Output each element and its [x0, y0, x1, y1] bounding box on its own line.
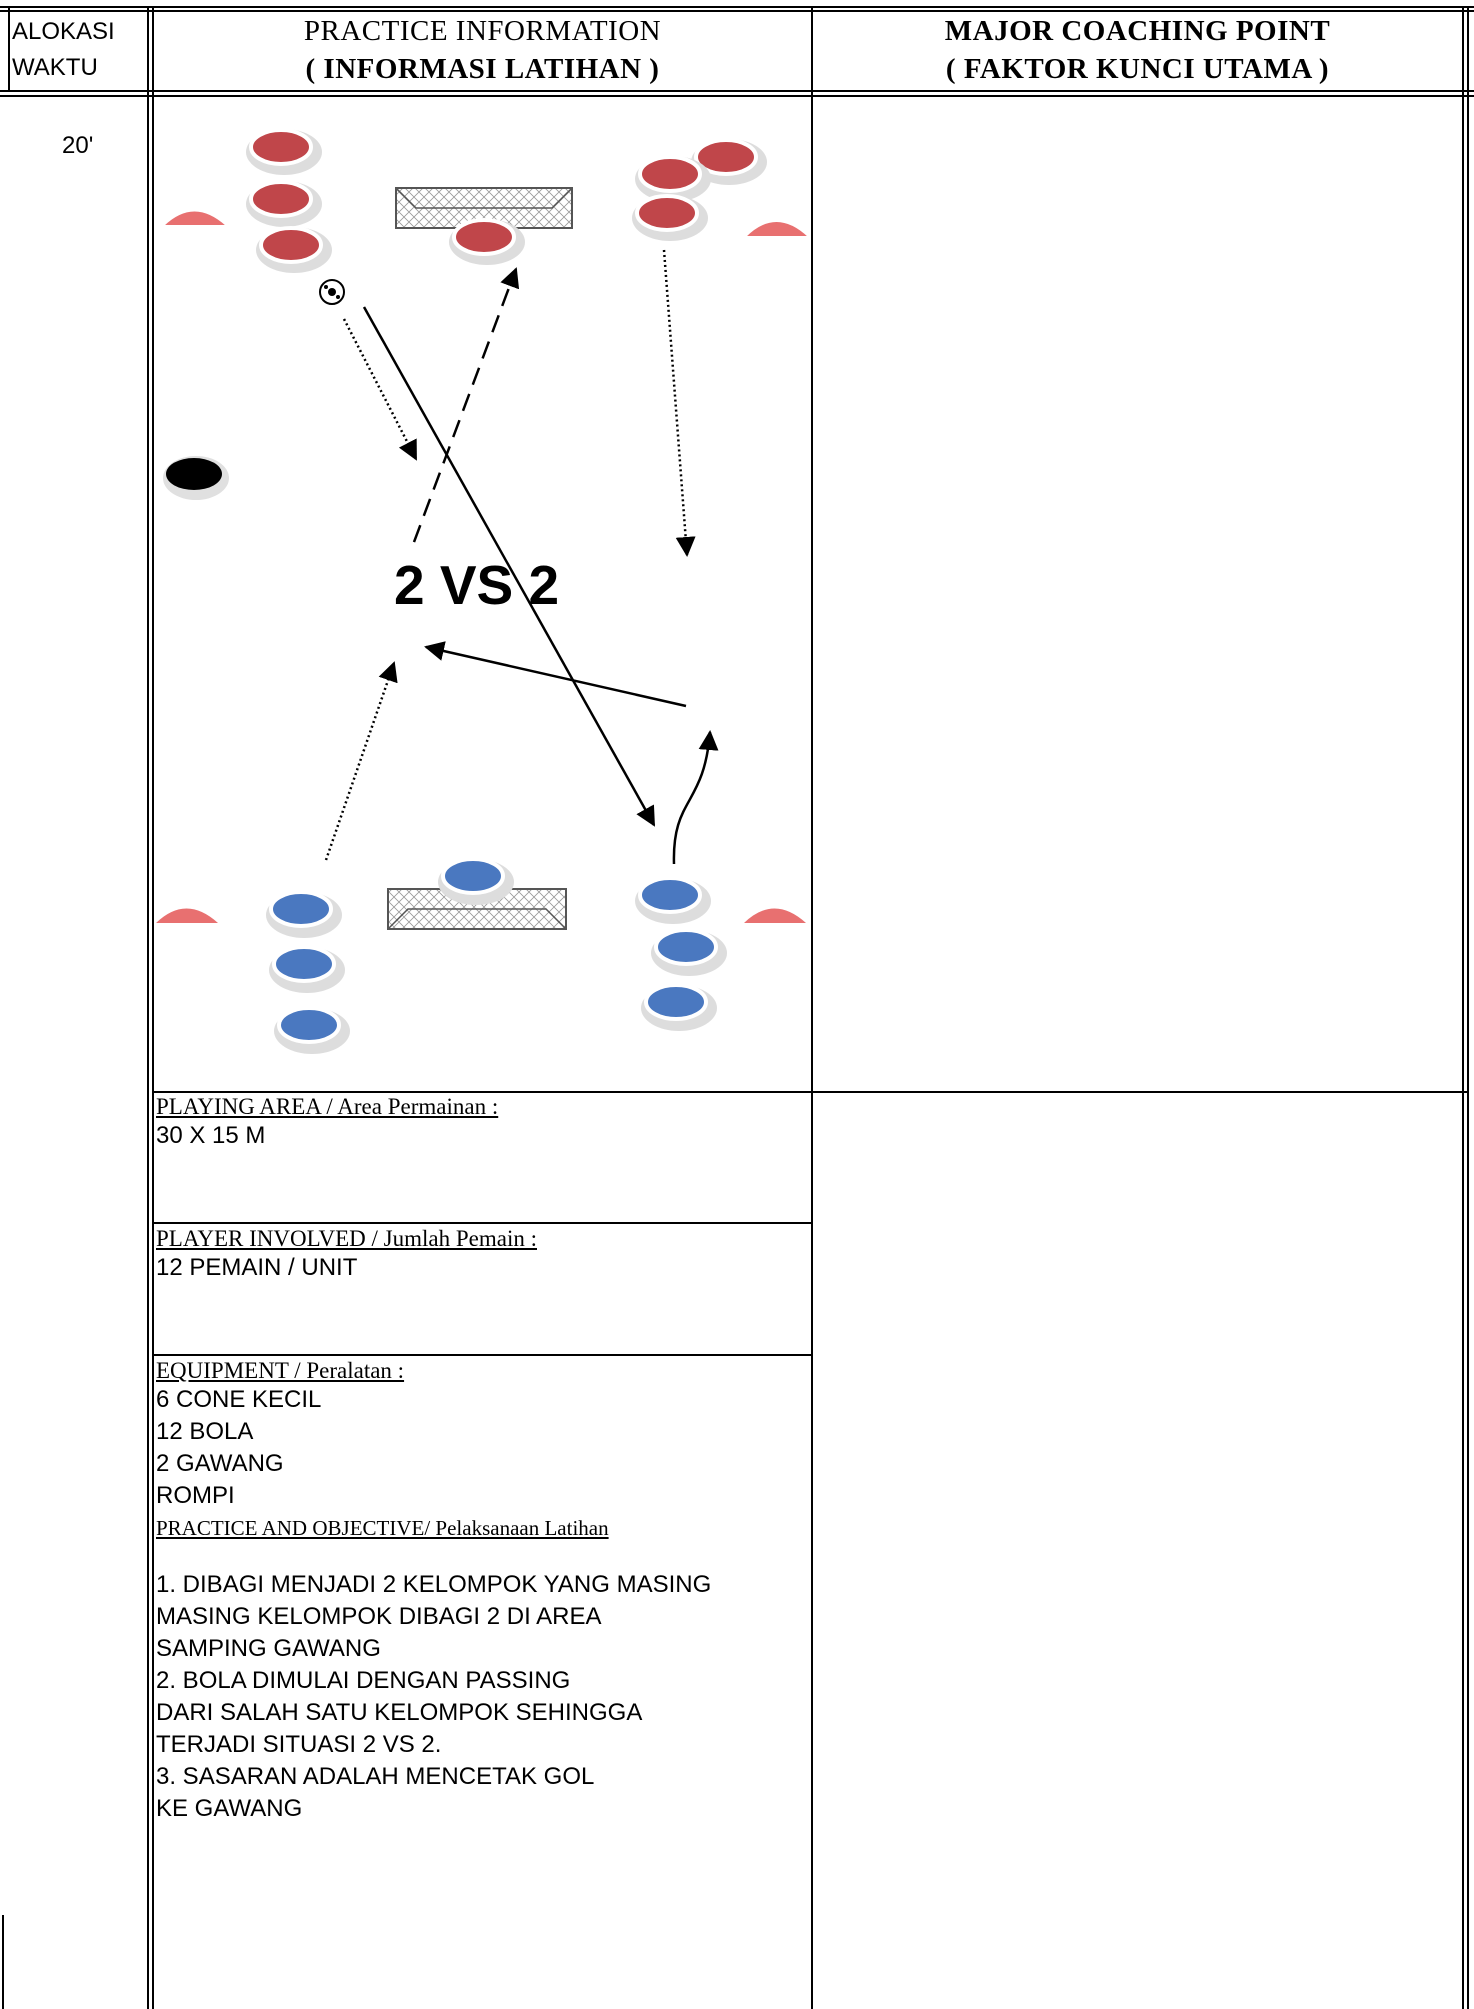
objective-line: MASING KELOMPOK DIBAGI 2 DI AREA — [156, 1603, 602, 1630]
header-col1: ALOKASI WAKTU — [12, 14, 115, 86]
equipment-item: 6 CONE KECIL — [156, 1386, 322, 1413]
players-value: 12 PEMAIN / UNIT — [156, 1254, 358, 1281]
red-player-disc — [632, 194, 708, 241]
col-divider-1b — [152, 6, 154, 2009]
equipment-label: EQUIPMENT / Peralatan : — [156, 1358, 405, 1383]
equipment-section: EQUIPMENT / Peralatan : 6 CONE KECIL 12 … — [156, 1358, 711, 1825]
blue-player-disc — [635, 876, 711, 924]
top-border-inner — [0, 10, 1474, 12]
playing-area-label: PLAYING AREA / Area Permainan : — [156, 1094, 499, 1119]
run-arrow-right — [662, 249, 696, 557]
top-border — [0, 6, 1474, 8]
objective-line: SAMPING GAWANG — [156, 1635, 381, 1662]
equipment-item: 2 GAWANG — [156, 1450, 284, 1477]
black-marker-disc — [163, 456, 229, 500]
pass-arrow-diagonal — [362, 306, 656, 827]
objective-line: TERJADI SITUASI 2 VS 2. — [156, 1731, 442, 1758]
blue-player-disc — [641, 983, 717, 1031]
header-practice-info: PRACTICE INFORMATION — [303, 15, 662, 47]
diagram-bottom-border — [152, 1091, 1469, 1093]
objective-line: 3. SASARAN ADALAH MENCETAK GOL — [156, 1763, 595, 1790]
blue-player-disc — [651, 928, 727, 976]
players-section: PLAYER INVOLVED / Jumlah Pemain : 12 PEM… — [156, 1226, 537, 1284]
left-border — [8, 6, 10, 90]
header-faktor-kunci: ( FAKTOR KUNCI UTAMA ) — [945, 53, 1330, 85]
cone-icon — [156, 908, 218, 923]
ball-icon — [319, 279, 345, 305]
objective-line: KE GAWANG — [156, 1795, 303, 1822]
dribble-arrow — [342, 318, 418, 461]
blue-player-disc — [438, 857, 514, 905]
red-player-disc — [635, 155, 711, 202]
blue-player-disc — [266, 890, 342, 938]
header-alokasi: ALOKASI — [12, 18, 115, 45]
header-bottom-border-inner — [0, 95, 1474, 97]
run-arrow-left — [324, 661, 398, 861]
right-border-b — [1467, 6, 1469, 2009]
header-informasi-latihan: ( INFORMASI LATIHAN ) — [305, 53, 660, 85]
red-player-disc — [246, 180, 322, 227]
equipment-item: ROMPI — [156, 1482, 235, 1509]
cone-icon — [746, 222, 808, 238]
col-divider-1a — [147, 6, 149, 2009]
objective-line: DARI SALAH SATU KELOMPOK SEHINGGA — [156, 1699, 643, 1726]
players-label: PLAYER INVOLVED / Jumlah Pemain : — [156, 1226, 537, 1251]
pass-arrow-back — [424, 641, 687, 708]
header-bottom-border — [0, 90, 1474, 92]
area-section-bottom — [152, 1222, 812, 1224]
right-border-a — [1462, 6, 1464, 2009]
header-col2: PRACTICE INFORMATION ( INFORMASI LATIHAN… — [154, 12, 811, 88]
col-divider-2 — [811, 6, 813, 2009]
playing-area-value: 30 X 15 M — [156, 1122, 266, 1149]
cone-icon — [744, 908, 806, 923]
drill-label: 2 VS 2 — [394, 554, 559, 616]
players-section-bottom — [152, 1354, 812, 1356]
blue-team-bottom-right — [635, 876, 727, 1031]
objective-label: PRACTICE AND OBJECTIVE/ Pelaksanaan Lati… — [156, 1516, 609, 1540]
header-waktu: WAKTU — [12, 54, 98, 81]
red-player-disc — [256, 226, 332, 273]
blue-player-disc — [269, 945, 345, 993]
header-col3: MAJOR COACHING POINT ( FAKTOR KUNCI UTAM… — [813, 12, 1462, 88]
curved-run-arrow — [672, 730, 719, 865]
red-team-top-right — [632, 138, 767, 241]
time-allocation: 20' — [62, 132, 94, 159]
red-player-disc — [246, 128, 322, 175]
header-major-coaching: MAJOR COACHING POINT — [944, 15, 1331, 47]
left-border-lower — [2, 1915, 4, 2009]
playing-area-section: PLAYING AREA / Area Permainan : 30 X 15 … — [156, 1094, 498, 1152]
cone-icon — [164, 211, 226, 227]
blue-team-bottom-left — [266, 890, 350, 1054]
shot-arrow — [412, 267, 520, 543]
red-player-disc — [691, 138, 767, 185]
red-player-disc — [449, 218, 525, 265]
blue-player-disc — [274, 1006, 350, 1054]
equipment-item: 12 BOLA — [156, 1418, 254, 1445]
objective-line: 1. DIBAGI MENJADI 2 KELOMPOK YANG MASING — [156, 1571, 712, 1598]
drill-diagram: 2 VS 2 — [156, 128, 808, 1054]
objective-line: 2. BOLA DIMULAI DENGAN PASSING — [156, 1667, 571, 1694]
red-team-top-left — [246, 128, 332, 273]
